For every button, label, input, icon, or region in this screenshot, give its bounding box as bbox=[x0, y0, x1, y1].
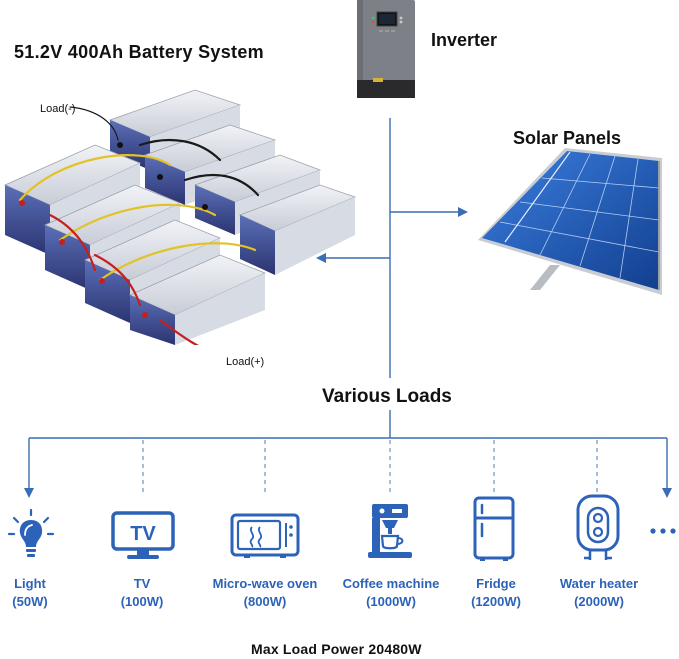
load-item-tv: TV (100W) bbox=[121, 575, 164, 611]
inverter-icon bbox=[357, 0, 415, 98]
load-item-microwave: Micro-wave oven (800W) bbox=[213, 575, 318, 611]
load-name-label: Fridge bbox=[476, 576, 516, 591]
svg-text:TV: TV bbox=[130, 523, 156, 545]
battery-bank-icon bbox=[4, 89, 357, 345]
arrow-to-solar bbox=[458, 207, 468, 217]
solar-panels-icon bbox=[478, 148, 662, 295]
arrow-to-more bbox=[662, 488, 672, 498]
inverter-label: Inverter bbox=[431, 30, 498, 50]
microwave-icon bbox=[230, 513, 300, 558]
load-power-label: (1200W) bbox=[471, 594, 521, 609]
load-power-label: (50W) bbox=[12, 594, 48, 609]
battery-system-title: 51.2V 400Ah Battery System bbox=[14, 42, 264, 62]
solar-panels-label: Solar Panels bbox=[513, 128, 622, 148]
load-name-label: Coffee machine bbox=[342, 576, 440, 591]
load-item-water-heater: Water heater (2000W) bbox=[560, 575, 638, 611]
load-name-label: Light bbox=[14, 576, 46, 591]
various-loads-title: Various Loads bbox=[322, 386, 452, 407]
ellipsis-icon bbox=[650, 528, 676, 534]
load-plus-label: Load(+) bbox=[226, 356, 265, 368]
load-power-label: (1000W) bbox=[366, 594, 416, 609]
fridge-icon bbox=[473, 496, 515, 561]
load-item-light: Light (50W) bbox=[12, 575, 47, 611]
load-name-label: TV bbox=[133, 576, 151, 591]
load-item-fridge: Fridge (1200W) bbox=[471, 575, 521, 611]
load-name-label: Micro-wave oven bbox=[212, 576, 318, 591]
tv-icon: TV bbox=[111, 511, 175, 559]
light-bulb-icon bbox=[7, 508, 55, 557]
water-heater-icon bbox=[576, 494, 620, 560]
load-power-label: (100W) bbox=[120, 594, 164, 609]
load-item-coffee-machine: Coffee machine (1000W) bbox=[343, 575, 440, 611]
load-minus-label: Load(-) bbox=[40, 103, 76, 115]
max-load-power-text: Max Load Power 20480W bbox=[251, 641, 422, 657]
coffee-machine-icon bbox=[368, 504, 412, 558]
arrow-to-light bbox=[24, 488, 34, 498]
load-power-label: (800W) bbox=[243, 594, 287, 609]
load-name-label: Water heater bbox=[559, 576, 639, 591]
arrow-to-battery bbox=[316, 253, 326, 263]
load-power-label: (2000W) bbox=[574, 594, 624, 609]
